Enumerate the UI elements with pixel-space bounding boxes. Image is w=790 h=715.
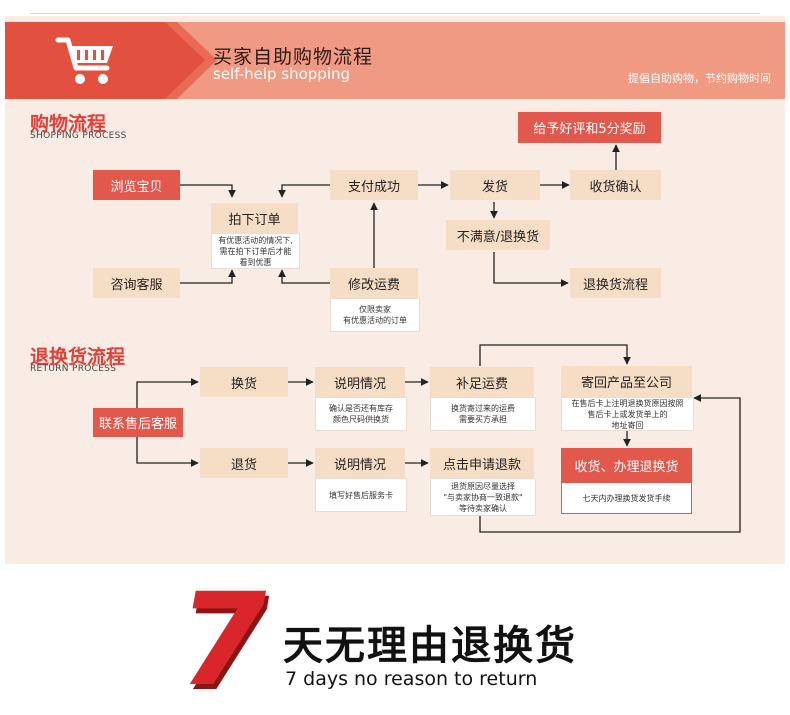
ship-step: 发货 — [450, 170, 540, 200]
review-reward-step: 给予好评和5分奖励 — [518, 112, 661, 143]
explain-refund-note: 填写好售后服务卡 — [315, 478, 407, 512]
supplement-note-line: 换货寄过来的运费 — [451, 404, 515, 413]
modify-note-line: 有优惠活动的订单 — [343, 316, 407, 325]
return-section-title: 退换货流程 — [30, 346, 126, 368]
explain-exchange-note-line: 颜色尺码供换货 — [333, 415, 389, 424]
apply-refund-note: 退货原因尽量选择 "与卖家协商一致退款" 等待卖家确认 — [430, 478, 536, 516]
modify-note: 仅限卖家 有优惠活动的订单 — [330, 298, 420, 332]
seven-emblem: 7 7 — [186, 586, 281, 696]
explain-exchange-note-line: 确认是否还有库存 — [329, 404, 393, 413]
send-back-step: 寄回产品至公司 — [561, 366, 692, 397]
header-note: 提倡自助购物，节约购物时间 — [628, 72, 771, 85]
receive-note: 七天内办理换货发货手续 — [561, 482, 692, 514]
shopping-cart-icon — [55, 37, 113, 84]
apply-refund-step: 点击申请退款 — [430, 448, 534, 478]
shopping-section-title: 购物流程 — [30, 113, 107, 135]
modify-shipping-step: 修改运费 — [330, 268, 418, 298]
return-section-subtitle: RETURN PROCESS — [30, 364, 117, 374]
header-subtitle: self-help shopping — [213, 65, 351, 83]
send-back-note-line: 地址寄回 — [611, 420, 644, 430]
seven-day-title: 天无理由退换货 — [283, 623, 577, 669]
order-step: 拍下订单 — [211, 203, 298, 233]
explain-exchange-step: 说明情况 — [315, 367, 405, 397]
apply-refund-note-line: 等待卖家确认 — [459, 503, 507, 513]
send-back-note-line: 在售后卡上注明退换货原因按照 — [571, 398, 684, 408]
order-note-line: 看到优惠 — [239, 257, 272, 267]
order-note: 有优惠活动的情况下, 需在拍下订单后才能 看到优惠 — [211, 233, 300, 269]
order-note-line: 需在拍下订单后才能 — [219, 246, 292, 256]
send-back-note: 在售后卡上注明退换货原因按照 售后卡上或发货单上的 地址寄回 — [561, 397, 694, 431]
apply-refund-note-line: 退货原因尽量选择 — [451, 481, 515, 491]
supplement-shipping-step: 补足运费 — [430, 367, 534, 397]
unsatisfied-step: 不满意/退换货 — [446, 220, 550, 250]
consult-step: 咨询客服 — [93, 268, 180, 298]
exchange-step: 换货 — [200, 367, 288, 397]
contact-service-step: 联系售后客服 — [93, 408, 183, 437]
browse-step: 浏览宝贝 — [93, 170, 180, 200]
top-divider — [30, 13, 760, 14]
header-banner: 买家自助购物流程 self-help shopping 提倡自助购物，节约购物时… — [5, 22, 785, 99]
apply-refund-note-line: "与卖家协商一致退款" — [443, 492, 523, 502]
seven-day-subtitle: 7 days no reason to return — [285, 668, 538, 690]
receive-process-step: 收货、办理退换货 — [561, 448, 692, 482]
explain-exchange-note: 确认是否还有库存 颜色尺码供换货 — [315, 397, 407, 431]
order-note-line: 有优惠活动的情况下, — [218, 235, 293, 245]
modify-note-line: 仅限卖家 — [359, 305, 391, 314]
seven-number: 7 — [186, 586, 281, 696]
explain-refund-step: 说明情况 — [315, 448, 405, 478]
confirm-receipt-step: 收货确认 — [570, 170, 661, 200]
supplement-note-line: 需要买方承担 — [459, 415, 507, 424]
pay-step: 支付成功 — [330, 170, 418, 200]
header-title: 买家自助购物流程 — [213, 46, 374, 68]
shopping-section-subtitle: SHOPPING PROCESS — [30, 131, 127, 141]
send-back-note-line: 售后卡上或发货单上的 — [587, 409, 668, 419]
supplement-note: 换货寄过来的运费 需要买方承担 — [430, 397, 536, 431]
refund-step: 退货 — [200, 448, 288, 478]
return-flow-step: 退换货流程 — [570, 268, 661, 298]
